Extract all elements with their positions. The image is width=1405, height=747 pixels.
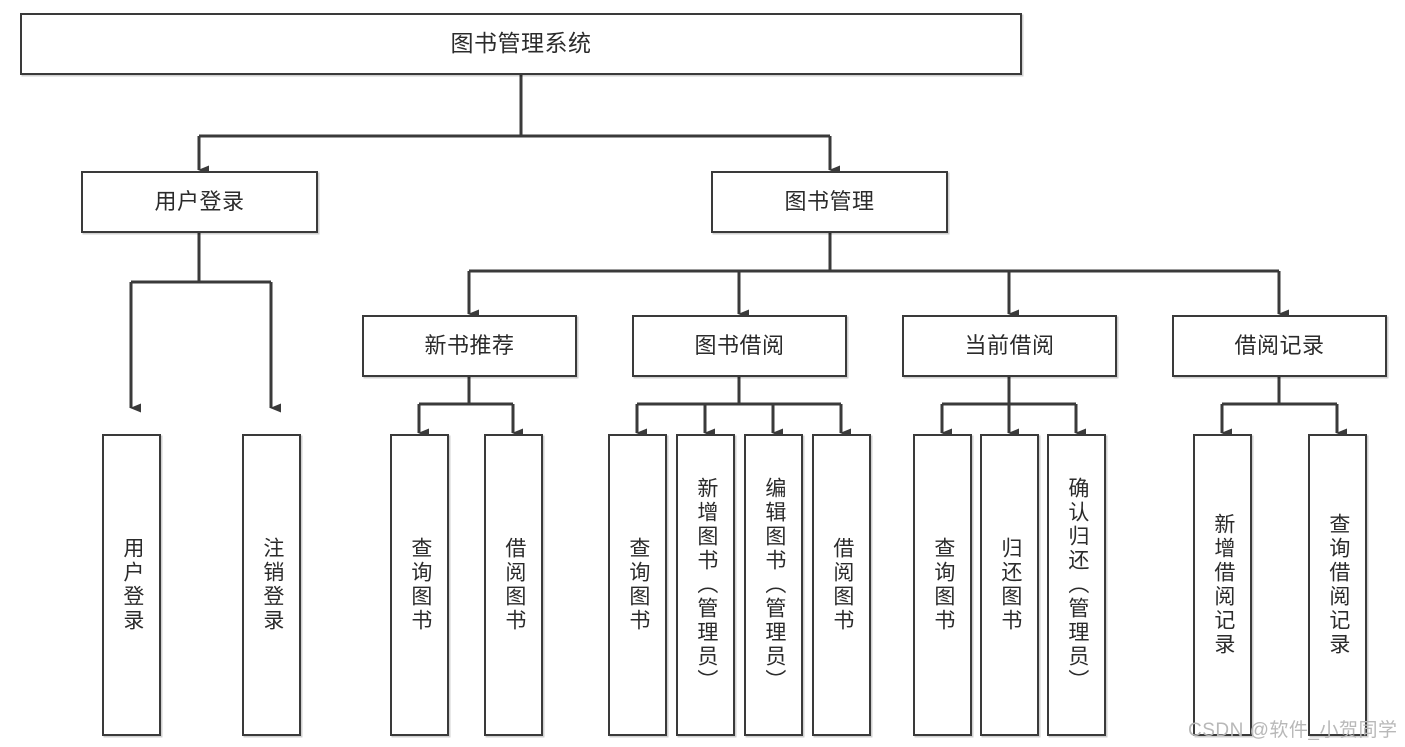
- node-user-login[interactable]: 用户登录: [81, 171, 318, 233]
- node-label: 当前借阅: [964, 333, 1055, 359]
- leaf-borrow-record-query[interactable]: 查询借阅记录: [1308, 434, 1367, 736]
- node-label: 用户登录: [120, 537, 144, 633]
- node-label: 图书管理系统: [450, 30, 592, 57]
- node-book-borrow[interactable]: 图书借阅: [632, 315, 847, 377]
- leaf-user-login-logout[interactable]: 注销登录: [242, 434, 301, 736]
- leaf-user-login-login[interactable]: 用户登录: [102, 434, 161, 736]
- node-label: 新增图书（管理员）: [694, 477, 718, 693]
- csdn-watermark: CSDN @软件_小贺同学: [1188, 720, 1398, 741]
- node-label: 用户登录: [154, 189, 245, 215]
- node-root-system[interactable]: 图书管理系统: [20, 13, 1022, 75]
- node-label: 查询图书: [931, 537, 955, 633]
- node-borrow-record[interactable]: 借阅记录: [1172, 315, 1387, 377]
- leaf-book-borrow-edit[interactable]: 编辑图书（管理员）: [744, 434, 803, 736]
- node-label: 编辑图书（管理员）: [762, 477, 786, 693]
- node-label: 图书借阅: [694, 333, 785, 359]
- leaf-book-borrow-borrow[interactable]: 借阅图书: [812, 434, 871, 736]
- leaf-new-book-query[interactable]: 查询图书: [390, 434, 449, 736]
- leaf-current-borrow-query[interactable]: 查询图书: [913, 434, 972, 736]
- node-book-management[interactable]: 图书管理: [711, 171, 948, 233]
- node-label: 确认归还（管理员）: [1065, 477, 1089, 693]
- node-label: 新增借阅记录: [1211, 513, 1235, 657]
- node-label: 归还图书: [998, 537, 1022, 633]
- leaf-book-borrow-query[interactable]: 查询图书: [608, 434, 667, 736]
- leaf-book-borrow-add[interactable]: 新增图书（管理员）: [676, 434, 735, 736]
- node-label: 借阅记录: [1234, 333, 1325, 359]
- node-label: 借阅图书: [502, 537, 526, 633]
- node-label: 查询图书: [408, 537, 432, 633]
- node-label: 图书管理: [784, 189, 875, 215]
- leaf-current-borrow-confirm[interactable]: 确认归还（管理员）: [1047, 434, 1106, 736]
- node-label: 查询图书: [626, 537, 650, 633]
- leaf-new-book-borrow[interactable]: 借阅图书: [484, 434, 543, 736]
- node-label: 注销登录: [260, 537, 284, 633]
- leaf-current-borrow-return[interactable]: 归还图书: [980, 434, 1039, 736]
- node-label: 新书推荐: [424, 333, 515, 359]
- node-current-borrow[interactable]: 当前借阅: [902, 315, 1117, 377]
- node-new-book-recommend[interactable]: 新书推荐: [362, 315, 577, 377]
- node-label: 查询借阅记录: [1326, 513, 1350, 657]
- node-label: 借阅图书: [830, 537, 854, 633]
- leaf-borrow-record-add[interactable]: 新增借阅记录: [1193, 434, 1252, 736]
